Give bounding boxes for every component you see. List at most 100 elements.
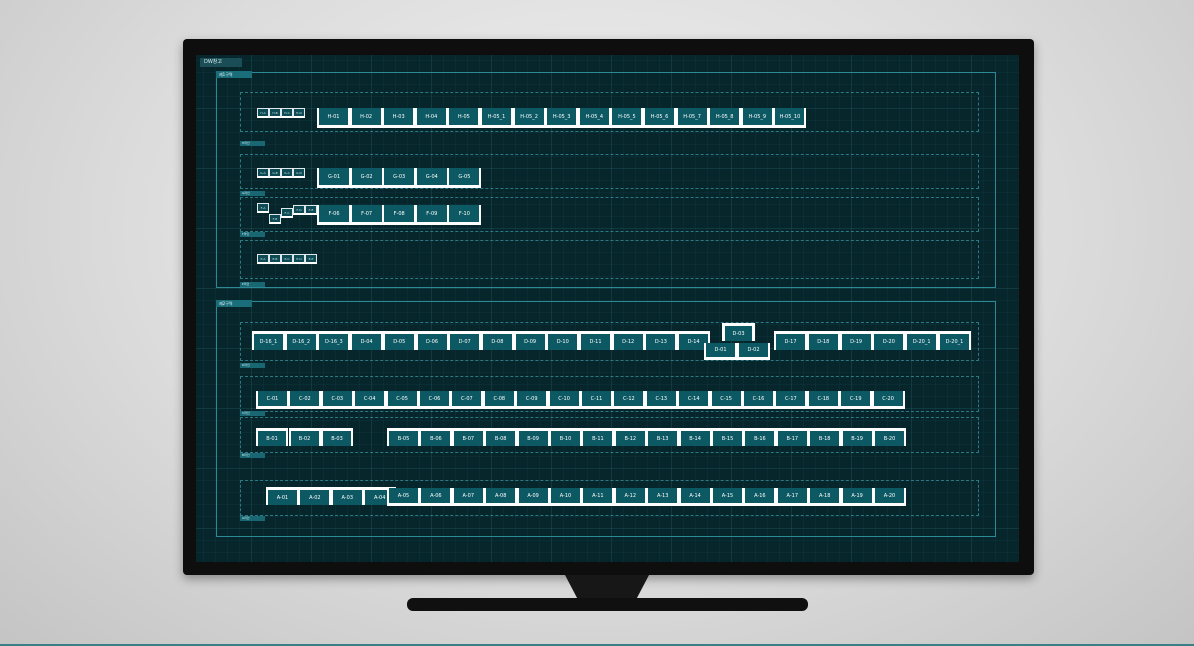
rack-c-17[interactable]: C-17 <box>774 391 808 409</box>
rack-h-b[interactable]: H-B <box>269 108 281 118</box>
rack-h-01[interactable]: H-01 <box>317 108 350 128</box>
rack-a-07[interactable]: A-07 <box>451 488 485 506</box>
rack-b-10[interactable]: B-10 <box>549 428 582 446</box>
rack-f-08[interactable]: F-08 <box>382 205 417 225</box>
rack-f-a[interactable]: F-A <box>257 203 269 213</box>
rack-c-13[interactable]: C-13 <box>644 391 678 409</box>
rack-c-11[interactable]: C-11 <box>580 391 613 409</box>
rack-a-10[interactable]: A-10 <box>549 488 582 506</box>
rack-d-04[interactable]: D-04 <box>350 331 384 350</box>
rack-b-13[interactable]: B-13 <box>646 428 680 446</box>
rack-g-04[interactable]: G-04 <box>414 168 449 188</box>
rack-a-13[interactable]: A-13 <box>646 488 680 506</box>
rack-d-05[interactable]: D-05 <box>382 331 416 350</box>
rack-h-c[interactable]: H-C <box>281 108 293 118</box>
rack-e-a[interactable]: E-A <box>257 254 269 264</box>
rack-g-b[interactable]: G-B <box>269 168 281 178</box>
rack-g-05[interactable]: G-05 <box>447 168 482 188</box>
rack-a-20[interactable]: A-20 <box>873 488 906 506</box>
rack-h-05-7[interactable]: H-05_7 <box>675 108 709 128</box>
rack-d-02[interactable]: D-02 <box>737 343 770 360</box>
rack-b-12[interactable]: B-12 <box>613 428 647 446</box>
rack-a-01[interactable]: A-01 <box>266 487 299 505</box>
rack-g-a[interactable]: G-A <box>257 168 269 178</box>
rack-f-07[interactable]: F-07 <box>349 205 384 225</box>
rack-d-06[interactable]: D-06 <box>415 331 449 350</box>
rack-e-d[interactable]: E-D <box>293 254 305 264</box>
rack-h-05-5[interactable]: H-05_5 <box>610 108 644 128</box>
rack-d-20-1[interactable]: D-20_1 <box>938 331 971 350</box>
rack-b-03[interactable]: B-03 <box>321 428 353 446</box>
rack-e-c[interactable]: E-C <box>281 254 293 264</box>
rack-d-08[interactable]: D-08 <box>480 331 514 350</box>
rack-h-05-6[interactable]: H-05_6 <box>643 108 676 128</box>
rack-b-16[interactable]: B-16 <box>743 428 777 446</box>
rack-a-05[interactable]: A-05 <box>387 488 420 506</box>
rack-b-06[interactable]: B-06 <box>419 428 453 446</box>
rack-h-d[interactable]: H-D <box>293 108 305 118</box>
rack-c-05[interactable]: C-05 <box>385 391 419 409</box>
rack-b-08[interactable]: B-08 <box>484 428 518 446</box>
rack-a-19[interactable]: A-19 <box>840 488 874 506</box>
rack-g-01[interactable]: G-01 <box>317 168 351 188</box>
rack-h-05-9[interactable]: H-05_9 <box>740 108 774 128</box>
rack-b-15[interactable]: B-15 <box>711 428 744 446</box>
rack-d-19[interactable]: D-19 <box>839 331 873 350</box>
rack-a-12[interactable]: A-12 <box>613 488 647 506</box>
rack-d-12[interactable]: D-12 <box>611 331 645 350</box>
rack-h-05-8[interactable]: H-05_8 <box>708 108 742 128</box>
rack-c-08[interactable]: C-08 <box>482 391 516 409</box>
rack-f-b[interactable]: F-B <box>269 214 281 224</box>
rack-g-c[interactable]: G-C <box>281 168 293 178</box>
rack-h-05-2[interactable]: H-05_2 <box>512 108 546 128</box>
rack-b-11[interactable]: B-11 <box>581 428 615 446</box>
rack-a-09[interactable]: A-09 <box>516 488 550 506</box>
rack-c-20[interactable]: C-20 <box>871 391 905 409</box>
rack-b-14[interactable]: B-14 <box>678 428 712 446</box>
rack-d-20-1[interactable]: D-20_1 <box>905 331 939 350</box>
rack-h-05-10[interactable]: H-05_10 <box>773 108 807 128</box>
rack-d-16-3[interactable]: D-16_3 <box>317 331 351 350</box>
rack-g-d[interactable]: G-D <box>293 168 305 178</box>
rack-d-01[interactable]: D-01 <box>704 343 737 360</box>
rack-c-15[interactable]: C-15 <box>709 391 743 409</box>
rack-a-17[interactable]: A-17 <box>775 488 809 506</box>
rack-d-18[interactable]: D-18 <box>806 331 840 350</box>
rack-d-16-2[interactable]: D-16_2 <box>284 331 318 350</box>
rack-a-11[interactable]: A-11 <box>581 488 615 506</box>
rack-f-09[interactable]: F-09 <box>414 205 449 225</box>
rack-f-10[interactable]: F-10 <box>447 205 482 225</box>
rack-g-03[interactable]: G-03 <box>382 168 417 188</box>
rack-b-20[interactable]: B-20 <box>873 428 906 446</box>
rack-b-07[interactable]: B-07 <box>451 428 485 446</box>
rack-d-13[interactable]: D-13 <box>644 331 678 350</box>
rack-b-05[interactable]: B-05 <box>387 428 420 446</box>
rack-f-d[interactable]: F-D <box>293 205 305 215</box>
rack-a-02[interactable]: A-02 <box>298 487 332 505</box>
rack-h-04[interactable]: H-04 <box>414 108 448 128</box>
rack-c-03[interactable]: C-03 <box>320 391 354 409</box>
rack-a-06[interactable]: A-06 <box>419 488 453 506</box>
rack-h-05-4[interactable]: H-05_4 <box>577 108 611 128</box>
rack-a-16[interactable]: A-16 <box>743 488 777 506</box>
rack-b-02[interactable]: B-02 <box>288 428 321 446</box>
rack-h-03[interactable]: H-03 <box>382 108 416 128</box>
rack-c-12[interactable]: C-12 <box>612 391 646 409</box>
rack-c-07[interactable]: C-07 <box>450 391 484 409</box>
rack-a-08[interactable]: A-08 <box>484 488 518 506</box>
rack-a-03[interactable]: A-03 <box>330 487 364 505</box>
rack-h-02[interactable]: H-02 <box>349 108 383 128</box>
rack-d-17[interactable]: D-17 <box>774 331 807 350</box>
rack-e-e[interactable]: E-E <box>305 254 317 264</box>
rack-c-10[interactable]: C-10 <box>547 391 581 409</box>
rack-c-18[interactable]: C-18 <box>806 391 840 409</box>
rack-h-a[interactable]: H-A <box>257 108 269 118</box>
rack-b-19[interactable]: B-19 <box>840 428 874 446</box>
rack-c-09[interactable]: C-09 <box>515 391 549 409</box>
rack-d-07[interactable]: D-07 <box>448 331 482 350</box>
rack-b-18[interactable]: B-18 <box>808 428 842 446</box>
rack-e-b[interactable]: E-B <box>269 254 281 264</box>
rack-d-16-1[interactable]: D-16_1 <box>252 331 285 350</box>
rack-h-05[interactable]: H-05 <box>447 108 481 128</box>
rack-d-20[interactable]: D-20 <box>872 331 906 350</box>
